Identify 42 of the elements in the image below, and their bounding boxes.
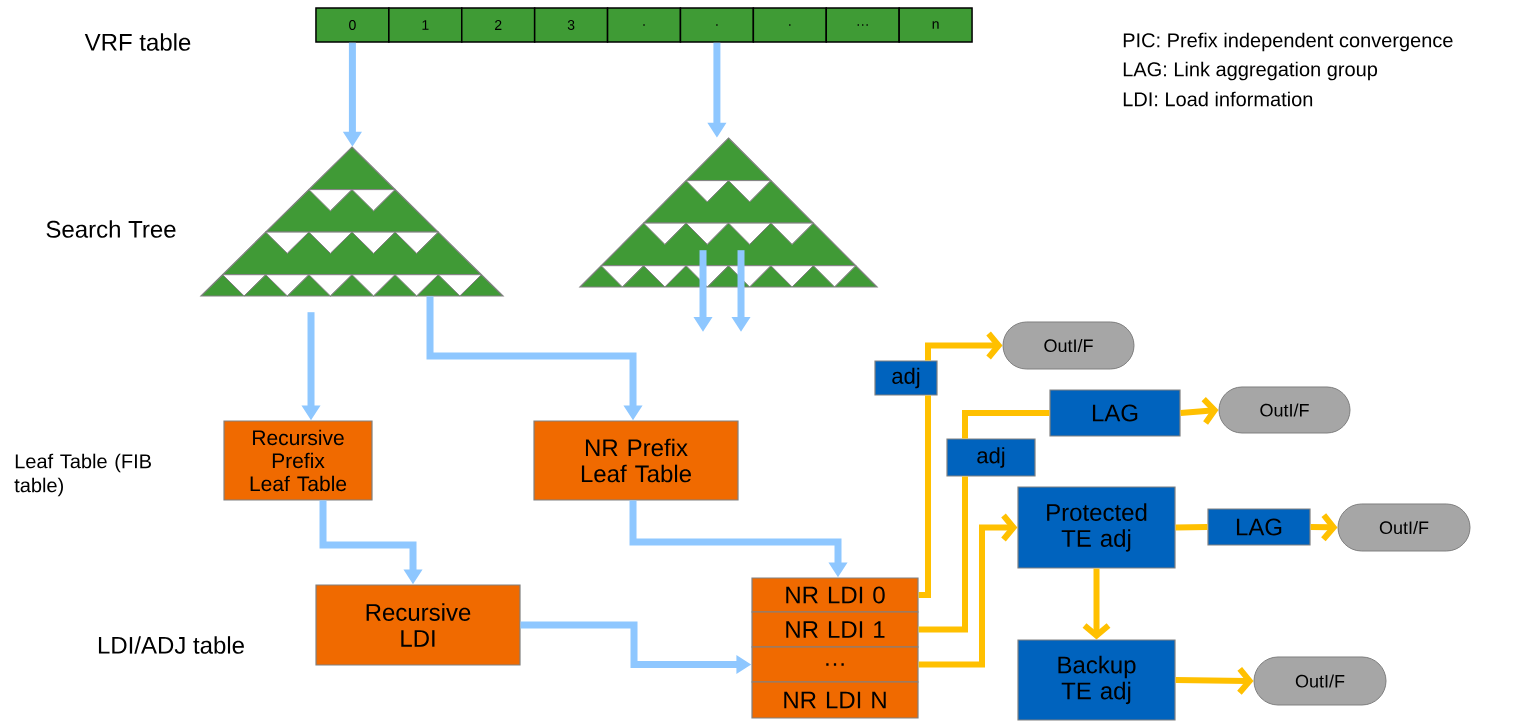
array-cell: .: [752, 7, 827, 43]
connector-line: [1175, 524, 1208, 531]
array-cell: …: [825, 7, 900, 43]
abbreviation-note: LDI: Load information: [1123, 91, 1313, 107]
table-row: NR LDI 0: [751, 577, 919, 613]
lag-box: LAG: [1049, 389, 1181, 437]
lag-box: LAG: [1207, 508, 1311, 546]
abbreviation-note: PIC: Prefix independent convergence: [1123, 32, 1453, 52]
table-row: NR LDI 1: [751, 611, 919, 648]
interface-pill: OutI/F: [1337, 503, 1471, 552]
arrow: [1175, 666, 1254, 695]
row-label: Search Tree: [46, 220, 176, 238]
array-cell: 0: [315, 7, 390, 43]
adjacency-box: adj: [874, 360, 938, 396]
connector-line: [962, 410, 1050, 439]
table-row: NR LDI N: [751, 681, 919, 719]
arrow: [925, 331, 1003, 361]
adjacency-box: adj: [946, 438, 1036, 477]
arrow: [918, 513, 1018, 668]
adjacency-box: Protected TE adj: [1017, 486, 1176, 569]
array-cell: 1: [388, 7, 463, 43]
row-label: VRF table: [84, 33, 191, 51]
table-box: Recursive Prefix Leaf Table: [223, 420, 373, 501]
table-box: Recursive LDI: [315, 584, 521, 666]
interface-pill: OutI/F: [1253, 656, 1387, 706]
array-cell: 3: [533, 7, 609, 43]
interface-pill: OutI/F: [1218, 386, 1351, 434]
adjacency-box: Backup TE adj: [1017, 639, 1176, 721]
connector-line: [918, 476, 968, 633]
array-cell: n: [898, 7, 973, 43]
abbreviation-note: LAG: Link aggregation group: [1123, 61, 1378, 81]
array-cell: 2: [461, 7, 536, 43]
interface-pill: OutI/F: [1002, 321, 1135, 370]
arrow: [1082, 568, 1111, 640]
table-row: …: [751, 646, 919, 683]
table-box: NR Prefix Leaf Table: [533, 420, 739, 501]
row-label: Leaf Table (FIB table): [14, 453, 151, 497]
array-cell: .: [606, 7, 682, 43]
connector-line: [918, 395, 931, 598]
row-label: LDI/ADJ table: [98, 636, 244, 654]
arrow: [1180, 397, 1219, 425]
array-cell: .: [679, 7, 755, 43]
